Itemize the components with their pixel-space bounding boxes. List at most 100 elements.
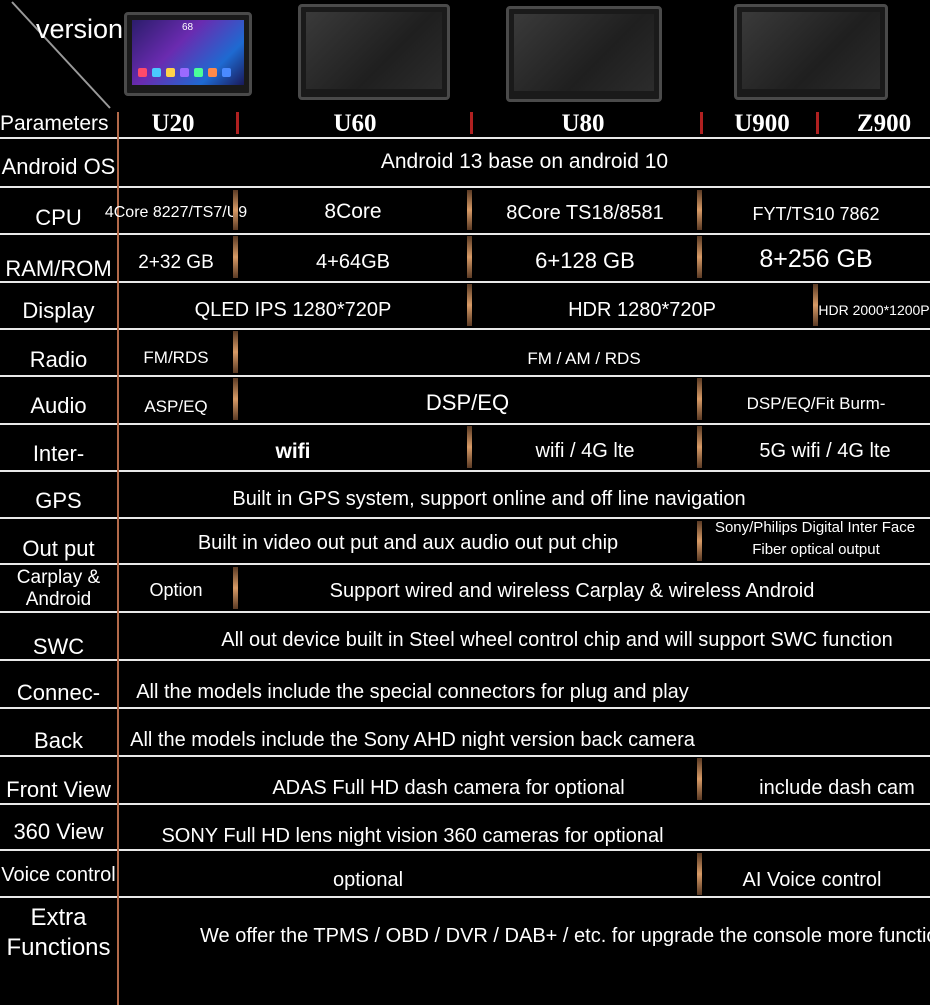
param-carplay-line2: Android: [25, 589, 92, 610]
row-divider: [0, 423, 930, 425]
model-u900: U900: [734, 110, 790, 137]
row-divider: [0, 659, 930, 661]
row-divider: [0, 328, 930, 330]
param-extra-line1: Extra: [30, 904, 87, 931]
cell-carplay-u20: Option: [149, 580, 203, 600]
cell-ram-u900: 8+256 GB: [759, 245, 873, 273]
param-ram-rom: RAM/ROM: [5, 256, 112, 281]
cell-divider: [697, 426, 702, 468]
cell-divider: [233, 378, 238, 420]
row-divider: [0, 611, 930, 613]
param-android-os: Android OS: [1, 154, 116, 179]
u80-screen-image: [506, 6, 662, 102]
cell-radio-rest: FM / AM / RDS: [527, 349, 641, 368]
param-audio: Audio: [30, 393, 87, 418]
cell-voice-left: optional: [332, 869, 404, 891]
u900-screen-image: [734, 4, 888, 100]
param-internet: Inter-: [32, 441, 85, 466]
u60-screen-image: [298, 4, 450, 100]
cell-divider: [697, 236, 702, 278]
cell-internet-mid: wifi / 4G lte: [535, 440, 635, 462]
cell-divider: [467, 190, 472, 230]
param-gps: GPS: [35, 488, 82, 513]
row-divider: [0, 233, 930, 235]
cell-front-view-left: ADAS Full HD dash camera for optional: [272, 777, 625, 799]
param-swc: SWC: [32, 634, 85, 659]
cell-gps: Built in GPS system, support online and …: [232, 488, 746, 510]
cell-output-left: Built in video out put and aux audio out…: [197, 532, 619, 554]
cell-voice-right: AI Voice control: [742, 869, 882, 891]
cell-radio-u20: FM/RDS: [143, 348, 209, 367]
screen-clock: 68: [182, 22, 194, 33]
cell-divider: [467, 284, 472, 326]
cell-divider: [233, 190, 238, 230]
row-divider: [0, 896, 930, 898]
cell-360-view: SONY Full HD lens night vision 360 camer…: [161, 825, 664, 847]
param-360-view: 360 View: [13, 819, 104, 844]
param-front-view: Front View: [6, 777, 111, 802]
row-divider: [0, 849, 930, 851]
header-divider: [816, 112, 819, 134]
cell-divider: [467, 426, 472, 468]
cell-carplay-rest: Support wired and wireless Carplay & wir…: [329, 580, 815, 602]
cell-divider: [233, 331, 238, 373]
cell-divider: [697, 758, 702, 800]
cell-display-z900: HDR 2000*1200P: [818, 302, 930, 318]
cell-ram-u60: 4+64GB: [316, 251, 390, 273]
cell-swc: All out device built in Steel wheel cont…: [221, 629, 893, 651]
row-divider: [0, 470, 930, 472]
cell-internet-left: wifi: [275, 440, 311, 463]
cell-divider: [697, 521, 702, 561]
cell-audio-right: DSP/EQ/Fit Burm-: [746, 394, 886, 413]
row-divider: [0, 281, 930, 283]
param-back: Back: [34, 728, 83, 753]
parameters-label: Parameters: [0, 112, 109, 135]
cell-divider: [697, 190, 702, 230]
cell-ram-u80: 6+128 GB: [535, 248, 635, 273]
param-display: Display: [22, 298, 95, 323]
cell-android-os: Android 13 base on android 10: [380, 150, 669, 173]
cell-divider: [813, 284, 818, 326]
row-divider: [0, 563, 930, 565]
cell-divider: [697, 853, 702, 895]
cell-connectors: All the models include the special conne…: [136, 681, 689, 703]
cell-display-u80-u900: HDR 1280*720P: [568, 299, 716, 321]
cell-output-right-line1: Sony/Philips Digital Inter Face: [714, 519, 916, 536]
cell-cpu-u900: FYT/TS10 7862: [752, 204, 880, 224]
cell-ram-u20: 2+32 GB: [138, 252, 214, 273]
param-carplay-line1: Carplay &: [16, 567, 101, 588]
row-divider: [0, 137, 930, 139]
parameter-column-divider: [117, 112, 119, 1005]
param-radio: Radio: [29, 347, 88, 372]
model-u60: U60: [333, 110, 377, 137]
cell-front-view-right: include dash cam: [759, 777, 915, 799]
header-divider: [470, 112, 473, 134]
row-divider: [0, 707, 930, 709]
cell-audio-mid: DSP/EQ: [425, 390, 510, 415]
header-divider: [236, 112, 239, 134]
u20-screen-image: 68: [124, 12, 252, 96]
cell-extra-functions: We offer the TPMS / OBD / DVR / DAB+ / e…: [200, 925, 930, 947]
row-divider: [0, 803, 930, 805]
cell-internet-right: 5G wifi / 4G lte: [759, 440, 891, 462]
cell-cpu-u60: 8Core: [324, 200, 382, 223]
row-divider: [0, 755, 930, 757]
model-z900: Z900: [856, 110, 912, 137]
header-divider: [700, 112, 703, 134]
cell-divider: [467, 236, 472, 278]
param-voice-control: Voice control: [1, 864, 116, 886]
param-cpu: CPU: [35, 205, 82, 230]
cell-divider: [697, 378, 702, 420]
param-connectors: Connec-: [16, 680, 101, 705]
cell-divider: [233, 236, 238, 278]
row-divider: [0, 517, 930, 519]
row-divider: [0, 375, 930, 377]
model-u80: U80: [561, 110, 605, 137]
cell-divider: [233, 567, 238, 609]
model-u20: U20: [151, 110, 195, 137]
cell-output-right-line2: Fiber optical output: [752, 541, 880, 558]
param-output: Out put: [22, 536, 95, 561]
row-divider: [0, 186, 930, 188]
header-diagonal: [11, 1, 111, 109]
